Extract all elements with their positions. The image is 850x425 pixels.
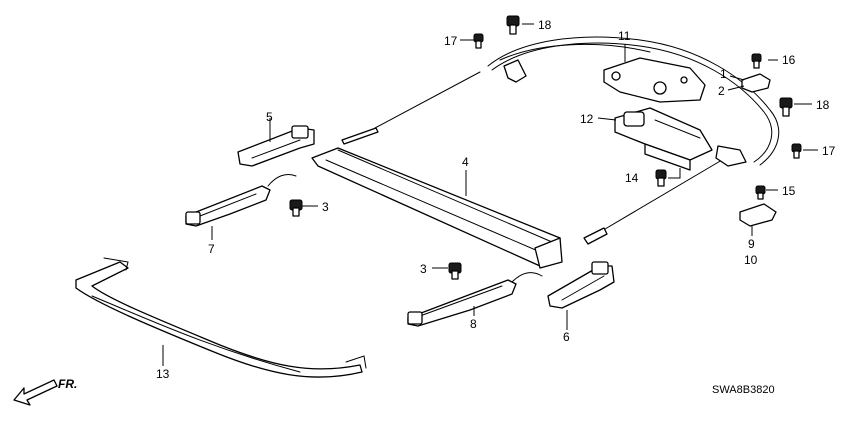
part-6-right-rear-guide <box>547 261 615 309</box>
part-1-2-clip <box>741 73 771 93</box>
part-18-bolt-top <box>506 15 520 35</box>
part-9-10-bracket <box>739 203 777 227</box>
part-18-bolt-right <box>779 97 793 117</box>
part-13-rear-frame <box>75 257 367 378</box>
part-17-screw-top <box>473 33 484 49</box>
part-15-screw <box>755 185 766 200</box>
callout-11: 11 <box>618 29 631 43</box>
part-11-cable-assembly <box>341 36 780 245</box>
part-17-screw-right <box>791 143 802 159</box>
callout-1: 1 <box>720 67 727 81</box>
callout-4: 4 <box>462 155 469 169</box>
callout-15: 15 <box>782 184 796 198</box>
callout-2: 2 <box>718 84 725 98</box>
front-direction-label: FR. <box>58 377 77 391</box>
callout-3-left: 3 <box>322 200 329 214</box>
part-7-left-slide-shoe <box>185 173 297 227</box>
callout-5: 5 <box>266 110 273 124</box>
callout-7: 7 <box>208 242 215 256</box>
callout-12: 12 <box>580 112 594 126</box>
part-14-bolt <box>655 169 667 187</box>
callout-13: 13 <box>156 367 170 381</box>
callout-3-center: 3 <box>420 262 427 276</box>
front-direction-arrow: FR. <box>13 377 77 406</box>
callout-17-right: 17 <box>822 144 836 158</box>
part-12-sunroof-motor <box>614 107 713 171</box>
drawing-code: SWA8B3820 <box>712 384 775 396</box>
callout-17-top: 17 <box>444 34 458 48</box>
part-5-left-rear-guide <box>237 125 315 167</box>
callout-14: 14 <box>625 171 639 185</box>
callout-16: 16 <box>782 53 796 67</box>
part-4-front-frame <box>311 147 563 269</box>
part-8-right-slide-shoe <box>407 272 543 327</box>
callout-9: 9 <box>748 237 755 251</box>
leader-lines <box>162 23 818 366</box>
callout-18-right: 18 <box>816 98 830 112</box>
part-3-bolt-center <box>448 262 462 280</box>
callout-8: 8 <box>470 317 477 331</box>
callout-6: 6 <box>563 330 570 344</box>
callout-18-top: 18 <box>538 18 552 32</box>
callout-10: 10 <box>744 253 758 267</box>
part-16-screw <box>751 53 762 69</box>
part-3-bolt-left <box>289 199 303 217</box>
callout-numbers: 17 18 11 16 1 2 18 12 17 14 15 9 10 4 5 … <box>156 18 836 381</box>
